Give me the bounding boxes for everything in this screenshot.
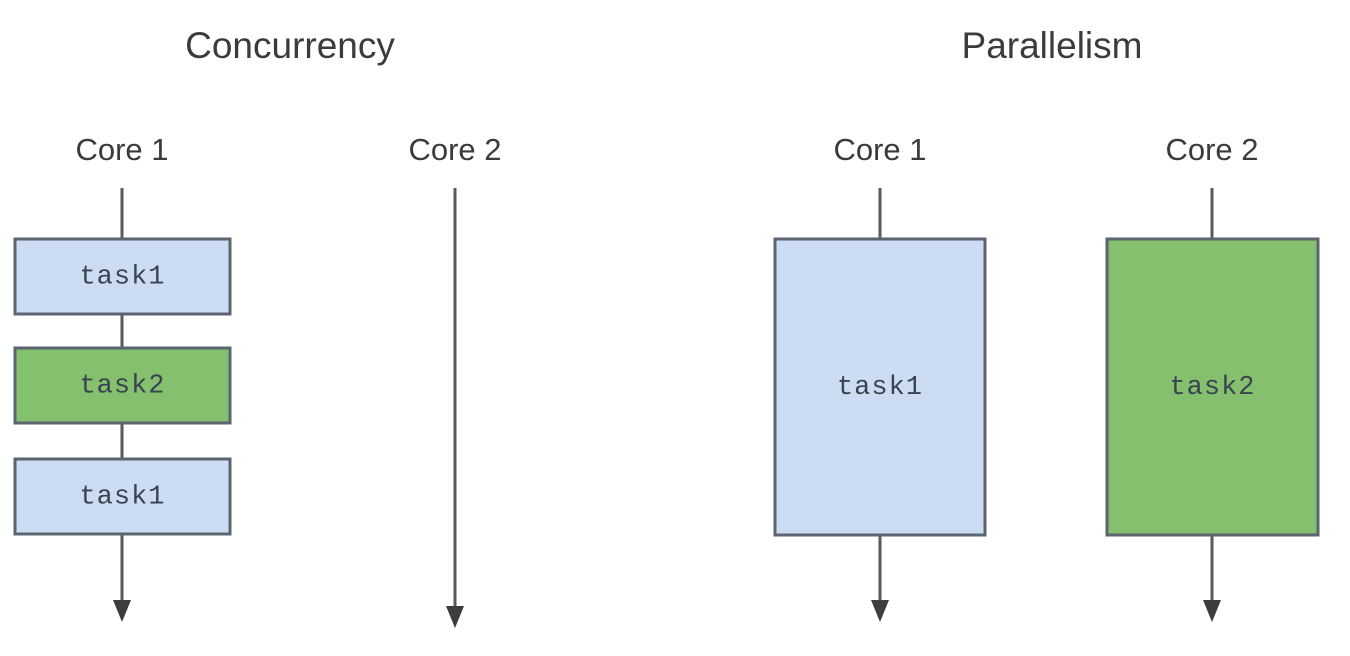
core-label-concurrency-core-1: Core 1 — [75, 132, 168, 167]
timeline-arrowhead-concurrency-core-2 — [446, 606, 464, 628]
task-label-p2-task2: task2 — [1169, 373, 1255, 403]
task-block-c1-task1-b[interactable]: task1 — [13, 457, 232, 536]
task-block-c1-task2[interactable]: task2 — [13, 346, 232, 425]
task-box-rect-c1-task1-b[interactable] — [13, 457, 232, 536]
task-block-p1-task1[interactable]: task1 — [773, 237, 987, 537]
timeline-arrowhead-concurrency-core-1 — [113, 600, 131, 622]
core-label-concurrency-core-2: Core 2 — [408, 132, 501, 167]
task-box-rect-c1-task1-a[interactable] — [13, 237, 232, 316]
core-group-concurrency-core-1: Core 1 task1 task2 task1 — [13, 132, 232, 622]
task-box-rect-c1-task2[interactable] — [13, 346, 232, 425]
panel-title-concurrency: Concurrency — [185, 25, 395, 66]
task-label-c1-task2: task2 — [79, 372, 165, 402]
core-label-parallelism-core-2: Core 2 — [1165, 132, 1258, 167]
task-block-p2-task2[interactable]: task2 — [1105, 237, 1320, 537]
task-label-c1-task1-b: task1 — [79, 483, 165, 513]
core-group-concurrency-core-2: Core 2 — [408, 132, 502, 628]
task-box-rect-p2-task2[interactable] — [1105, 237, 1320, 537]
timeline-arrowhead-parallelism-core-1 — [871, 600, 889, 622]
task-block-c1-task1-a[interactable]: task1 — [13, 237, 232, 316]
core-group-parallelism-core-1: Core 1 task1 — [773, 132, 987, 622]
core-group-parallelism-core-2: Core 2 task2 — [1105, 132, 1320, 622]
timeline-arrowhead-parallelism-core-2 — [1203, 600, 1221, 622]
task-label-c1-task1-a: task1 — [79, 263, 165, 293]
core-label-parallelism-core-1: Core 1 — [833, 132, 926, 167]
task-label-p1-task1: task1 — [837, 373, 923, 403]
panel-title-parallelism: Parallelism — [962, 25, 1143, 66]
task-box-rect-p1-task1[interactable] — [773, 237, 987, 537]
